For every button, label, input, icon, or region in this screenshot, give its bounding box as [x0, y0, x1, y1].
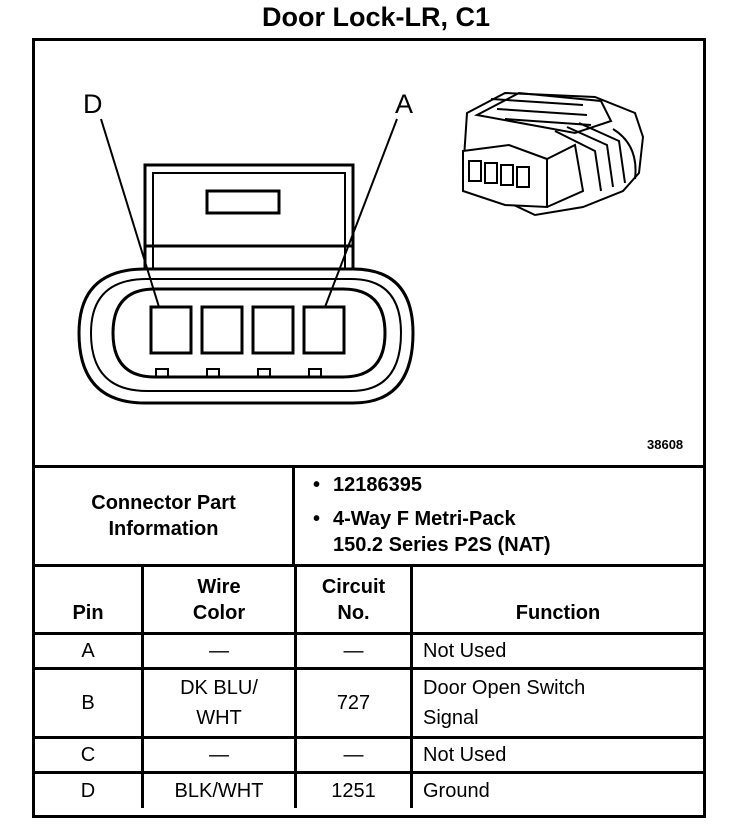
header-wire-color: Wire Color [141, 564, 297, 635]
description-item-line2: 150.2 Series P2S (NAT) [333, 532, 551, 558]
wire-color-cell: BLK/WHT [141, 771, 297, 808]
circuit-cell: 1251 [294, 771, 413, 808]
circuit-cell: — [294, 632, 413, 670]
table-row: A — — Not Used [35, 632, 703, 670]
connector-info-list: • 12186395 • 4-Way F Metri-Pack 150.2 Se… [295, 468, 703, 564]
bullet-icon: • [313, 474, 321, 496]
part-number-item: • 12186395 [313, 472, 422, 498]
description-line1: 4-Way F Metri-Pack [333, 508, 516, 530]
wire-color-cell: — [141, 736, 297, 774]
table-row: D BLK/WHT 1251 Ground [35, 771, 703, 808]
description-item: • 4-Way F Metri-Pack [313, 506, 516, 532]
wire-color-cell: DK BLU/ WHT [141, 667, 297, 739]
header-function: Function [410, 564, 703, 635]
connector-info-label-line1: Connector Part [91, 492, 236, 514]
pin-label-a: A [395, 89, 413, 119]
function-cell: Not Used [410, 736, 703, 774]
header-pin: Pin [35, 564, 144, 635]
header-circuit: Circuit No. [294, 564, 413, 635]
function-cell: Door Open Switch Signal [410, 667, 703, 739]
connector-part-information: Connector Part Information • 12186395 • … [35, 468, 703, 567]
pin-cell: D [35, 771, 144, 808]
function-cell: Not Used [410, 632, 703, 670]
connector-sheet: D A 38608 Connector Part Information [32, 38, 706, 818]
bullet-icon: • [313, 508, 321, 530]
description-line2: 150.2 Series P2S (NAT) [333, 534, 551, 556]
figure-number: 38608 [647, 437, 683, 452]
connector-face-drawing [77, 163, 415, 405]
table-row: C — — Not Used [35, 736, 703, 774]
table-row: B DK BLU/ WHT 727 Door Open Switch Signa… [35, 667, 703, 739]
connector-iso-icon [461, 91, 645, 217]
pin-cell: B [35, 667, 144, 739]
connector-diagram: D A 38608 [35, 41, 703, 468]
function-cell: Ground [410, 771, 703, 808]
page-title: Door Lock-LR, C1 [261, 2, 490, 32]
pin-label-d: D [83, 89, 103, 119]
pin-cell: C [35, 736, 144, 774]
circuit-cell: — [294, 736, 413, 774]
pin-table-header: Pin Wire Color Circuit No. Function [35, 564, 703, 635]
circuit-cell: 727 [294, 667, 413, 739]
wire-color-cell: — [141, 632, 297, 670]
pin-cell: A [35, 632, 144, 670]
pin-table: Pin Wire Color Circuit No. Function A — … [35, 564, 703, 808]
part-number: 12186395 [333, 474, 422, 496]
connector-info-label-line2: Information [108, 518, 219, 540]
connector-info-label: Connector Part Information [35, 468, 295, 564]
